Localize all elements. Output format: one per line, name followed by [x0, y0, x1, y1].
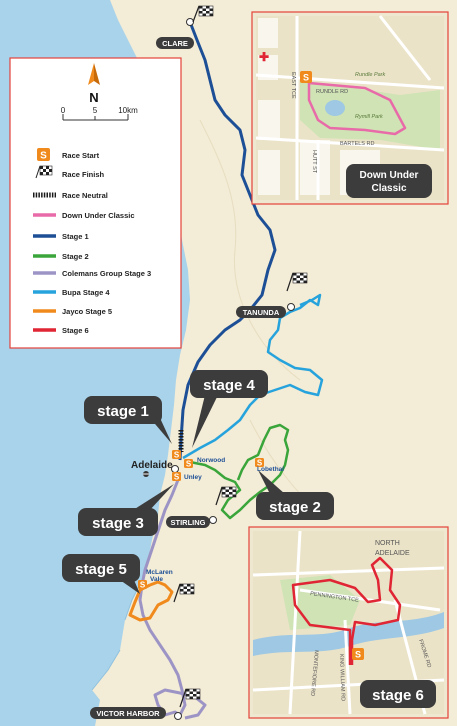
mclaren-line1: McLaren: [146, 569, 173, 576]
legend-label-stage6: Stage 6: [62, 326, 89, 335]
town-label-victor-harbor: VICTOR HARBOR: [96, 709, 160, 718]
legend-finish-flag-icon: [35, 165, 53, 179]
stage6-route: [291, 556, 402, 665]
svg-text:S: S: [257, 459, 263, 468]
finish-flag-icon: [192, 5, 214, 23]
inset-down-under-classic: S ✚ EAST TCE RUNDLE RD Rundle Park Rymil…: [251, 11, 449, 205]
town-label-stirling: STIRLING: [171, 518, 206, 527]
hospital-icon: ✚: [259, 50, 269, 64]
callout-stage4: stage 4: [190, 370, 268, 448]
finish-flag-icon: [179, 688, 201, 708]
inset-top-title-line1: Down Under: [360, 170, 419, 181]
clare-label-bg: [156, 37, 194, 49]
scale-label-10km: 10km: [118, 106, 138, 115]
town-label-norwood: Norwood: [197, 457, 225, 464]
town-label-tanunda: TANUNDA: [243, 308, 280, 317]
compass-letter: N: [89, 90, 98, 105]
street-hutt-st: HUTT ST: [311, 150, 317, 174]
town-label-adelaide: Adelaide: [131, 460, 173, 471]
stage5-route: [128, 580, 174, 622]
legend-label-stage2: Stage 2: [62, 252, 89, 261]
start-icon: S: [172, 450, 181, 460]
park-rundle: Rundle Park: [355, 72, 386, 78]
legend-box: [9, 57, 182, 349]
street-king-william-rd: KING WILLIAM RD: [338, 654, 346, 701]
callout-stage2: stage 2: [256, 470, 334, 520]
map-legend: N 0 5 10km S Race S: [9, 57, 182, 349]
svg-text:S: S: [174, 451, 180, 460]
callout-stage5-text: stage 5: [75, 561, 127, 578]
finish-flag-icon: [173, 583, 195, 603]
stage3-route: [138, 479, 207, 720]
inset-top-title-line2: Classic: [371, 183, 406, 194]
callout-stage1-text: stage 1: [97, 403, 149, 420]
town-label-unley: Unley: [184, 474, 202, 481]
svg-text:S: S: [186, 460, 192, 469]
callout-stage3-text: stage 3: [92, 515, 144, 532]
stage4-route: [182, 293, 324, 460]
victor-label-bg: [90, 707, 166, 719]
inset-bottom-start-icon: S: [352, 648, 364, 660]
legend-label-race-start: Race Start: [62, 151, 100, 160]
street-montefiore-rd: MONTEFIORE RD: [309, 650, 319, 697]
inset-top-title-bg: [346, 164, 432, 198]
callout-stage1: stage 1: [84, 396, 172, 444]
finish-flag-icon: [286, 272, 308, 292]
legend-label-race-neutral: Race Neutral: [62, 191, 108, 200]
callout-stage3: stage 3: [78, 484, 174, 536]
town-label-lobethal: Lobethal: [257, 466, 284, 473]
compass-icon: [88, 63, 100, 85]
svg-text:S: S: [303, 73, 309, 83]
legend-label-race-finish: Race Finish: [62, 170, 105, 179]
scale-label-5: 5: [93, 106, 98, 115]
town-label-mclaren-vale: McLaren Vale: [146, 569, 175, 583]
inset-top-park: [300, 80, 440, 150]
stirling-label-bg: [166, 516, 210, 528]
scale-bar: [62, 114, 129, 121]
callout-stage4-text: stage 4: [203, 377, 255, 394]
finish-flags: [173, 5, 308, 708]
area-north-adelaide-1: NORTH: [375, 540, 400, 547]
callout-stage6-text: stage 6: [372, 687, 424, 704]
street-bartels-rd: BARTELS RD: [340, 141, 374, 147]
legend-label-stage5: Jayco Stage 5: [62, 307, 112, 316]
tanunda-label-bg: [236, 306, 286, 318]
legend-start-letter: S: [40, 151, 47, 162]
inset-bottom-river: [253, 612, 444, 656]
inset-bottom-park: [280, 575, 360, 630]
inset-stage6: S NORTH ADELAIDE PENNINGTON TCE FROME RD…: [248, 526, 449, 719]
legend-label-stage1: Stage 1: [62, 232, 89, 241]
street-rundle-rd: RUNDLE RD: [316, 89, 348, 95]
scale-label-0: 0: [61, 106, 66, 115]
area-north-adelaide-2: ADELAIDE: [375, 550, 410, 557]
svg-text:S: S: [355, 650, 361, 660]
park-rymill: Rymill Park: [355, 114, 383, 120]
legend-label-stage3: Colemans Group Stage 3: [62, 269, 151, 278]
start-icon: S: [255, 458, 264, 468]
down-under-classic-route: [307, 81, 407, 136]
svg-text:S: S: [140, 581, 146, 590]
callout-stage2-text: stage 2: [269, 499, 321, 516]
svg-text:S: S: [174, 473, 180, 482]
legend-label-stage4: Bupa Stage 4: [62, 288, 110, 297]
inset-bottom-title-bg: [360, 680, 436, 708]
callout-stage5: stage 5: [62, 554, 140, 594]
finish-flag-icon: [215, 486, 237, 506]
inset-top-streets: [255, 15, 445, 200]
start-markers: S S S S S: [138, 450, 264, 590]
street-east-tce: EAST TCE: [290, 72, 296, 99]
start-icon: S: [138, 580, 147, 590]
inset-top-start-icon: S: [300, 71, 312, 83]
legend-label-down-under: Down Under Classic: [62, 211, 135, 220]
town-label-clare: CLARE: [162, 39, 188, 48]
mclaren-line2: Vale: [150, 576, 163, 583]
inset-top-lake: [325, 100, 345, 116]
start-icon: S: [184, 459, 193, 469]
legend-start-icon: S: [37, 148, 50, 162]
start-icon: S: [172, 472, 181, 482]
stage1-route: [178, 21, 277, 461]
